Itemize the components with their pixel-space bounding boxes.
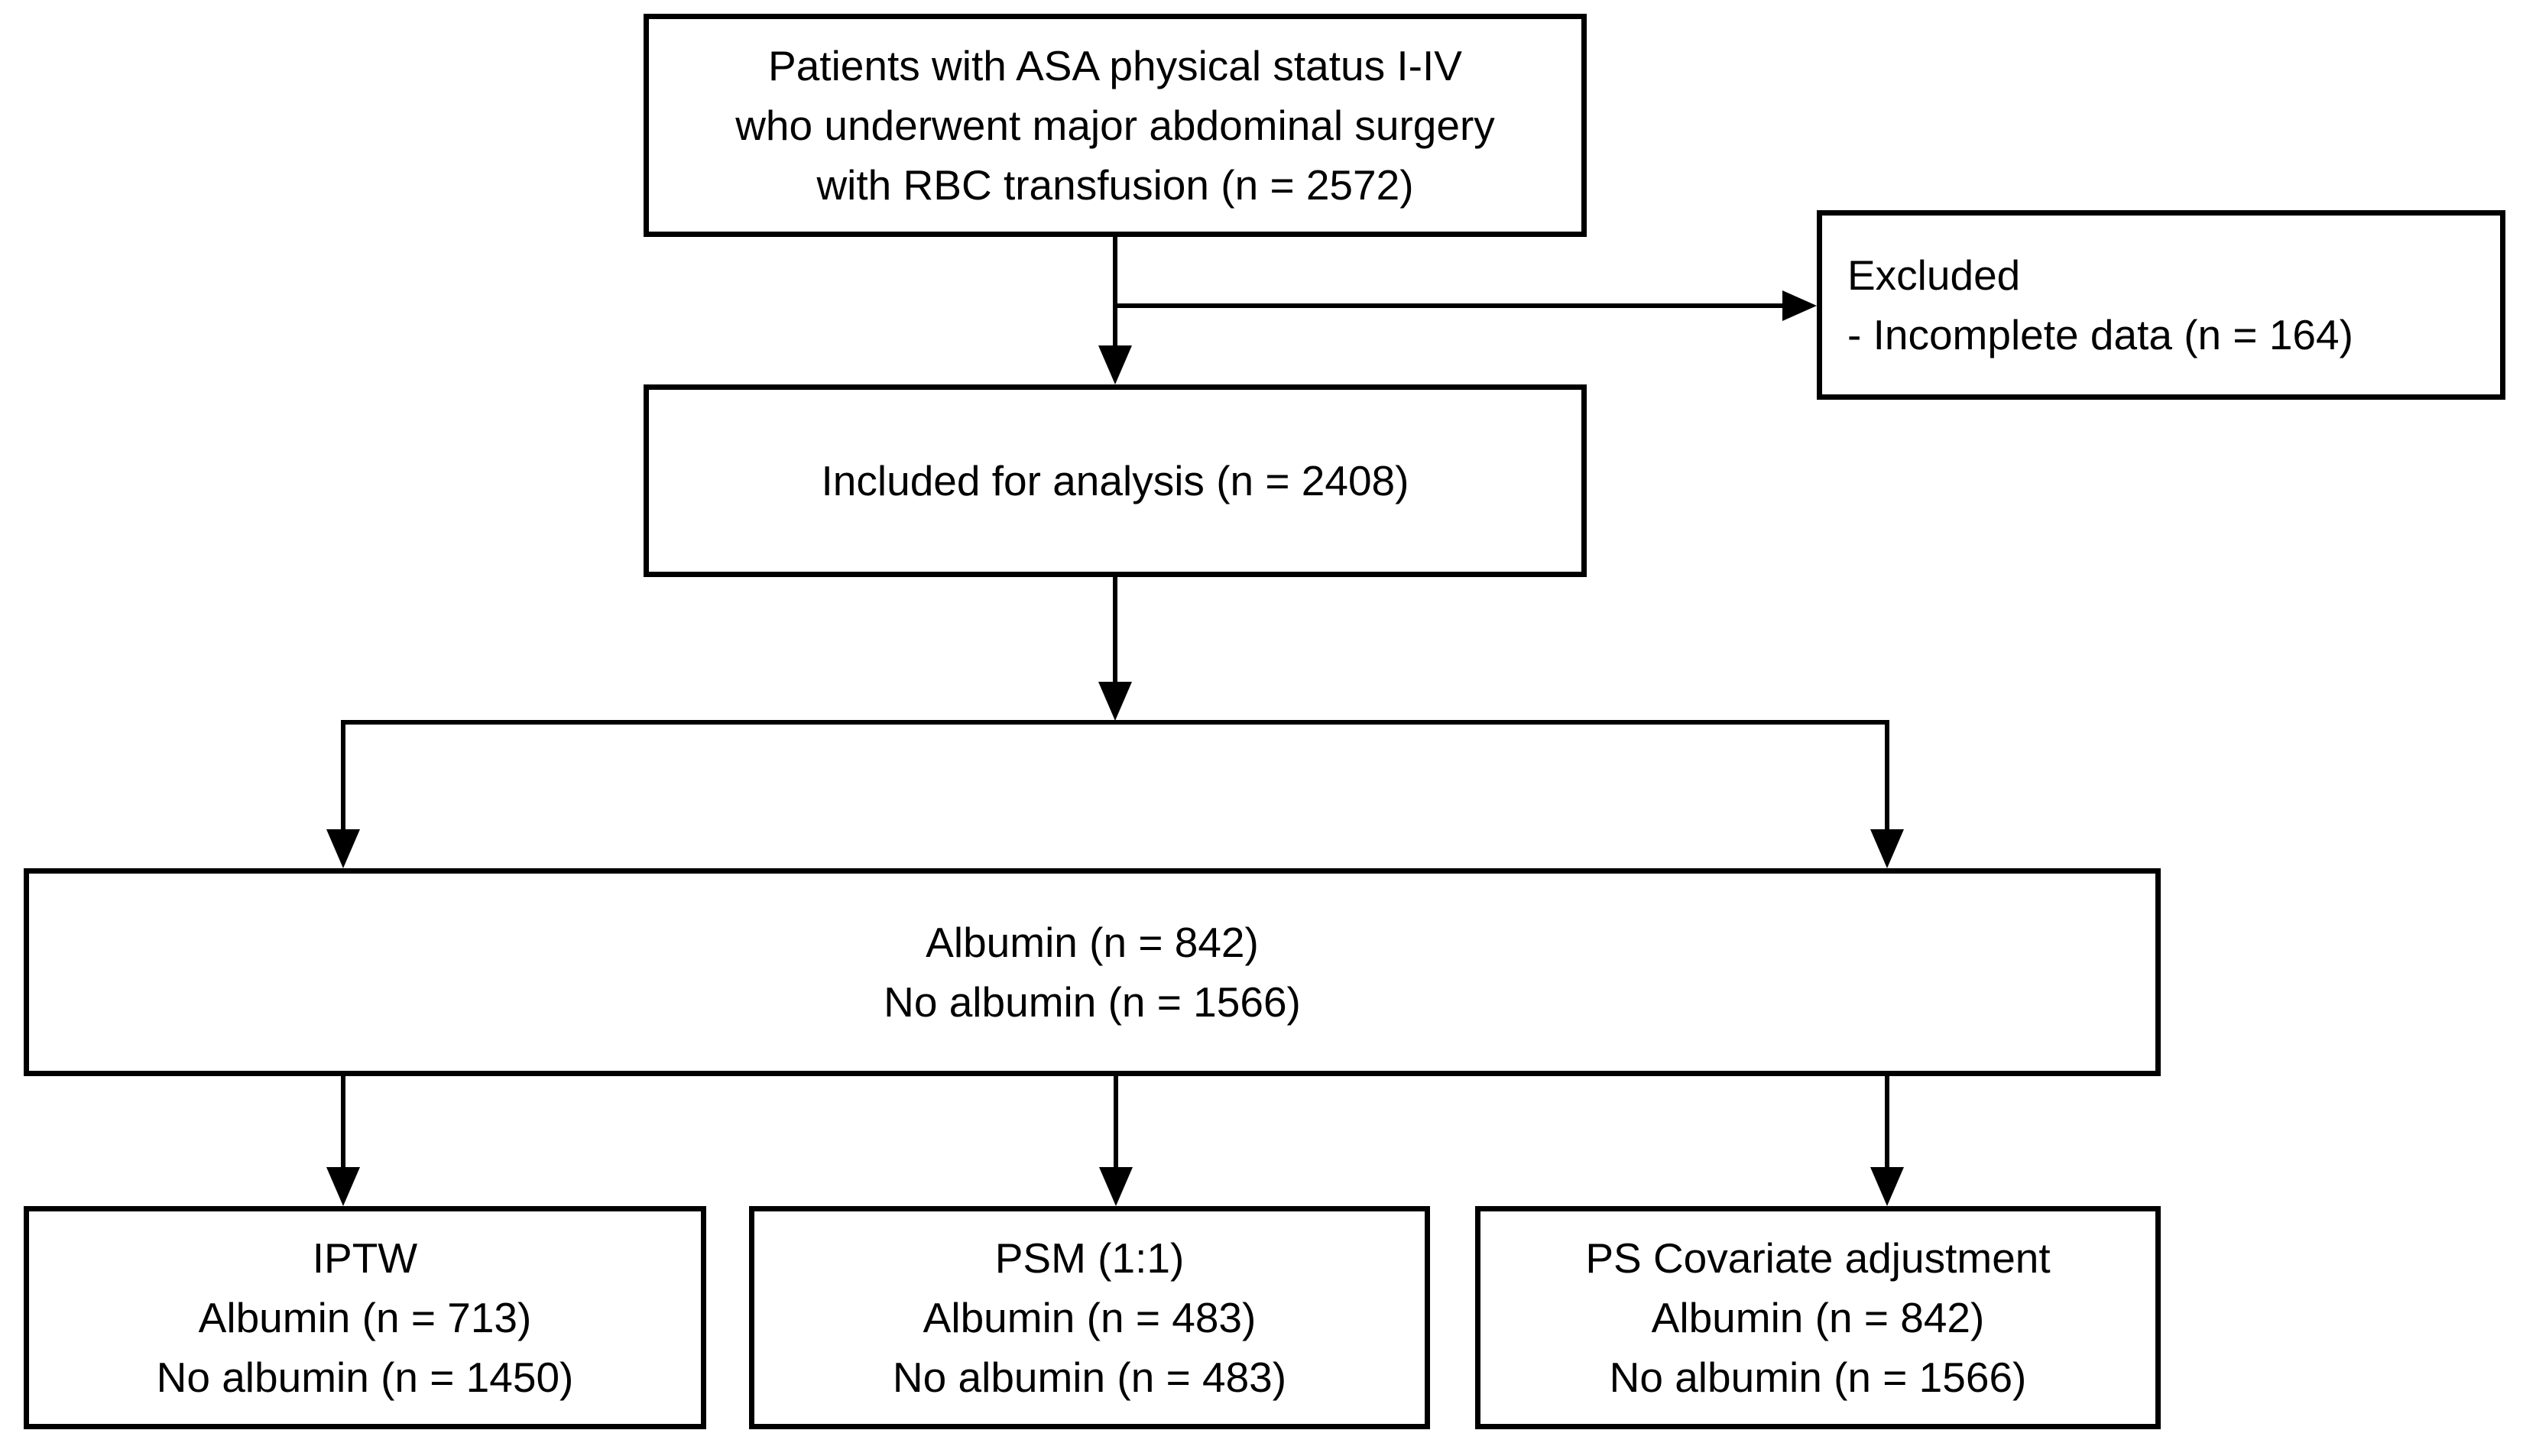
box-groups-line-2: No albumin (n = 1566) (884, 978, 1301, 1026)
branch-bar (341, 720, 1889, 725)
box-ps-covariate: PS Covariate adjustment Albumin (n = 842… (1475, 1206, 2161, 1429)
connector-included-to-branch (1113, 577, 1117, 684)
arrowhead-down-icon (1098, 345, 1132, 384)
box-excluded-line-1: Excluded (1847, 251, 2021, 299)
box-eligible-line-1: Patients with ASA physical status I-IV (768, 42, 1462, 89)
connector-groups-to-ps-covariate (1885, 1076, 1889, 1169)
connector-groups-to-psm (1114, 1076, 1118, 1169)
box-included: Included for analysis (n = 2408) (644, 384, 1587, 577)
arrowhead-down-icon (1098, 682, 1132, 721)
box-psm-line-2: Albumin (n = 483) (923, 1294, 1257, 1341)
box-ps-covariate-line-1: PS Covariate adjustment (1585, 1234, 2051, 1282)
arrowhead-down-icon (1870, 829, 1904, 868)
connector-groups-to-iptw (341, 1076, 345, 1169)
box-iptw: IPTW Albumin (n = 713) No albumin (n = 1… (24, 1206, 706, 1429)
box-albumin-groups: Albumin (n = 842) No albumin (n = 1566) (24, 868, 2161, 1076)
box-ps-covariate-line-2: Albumin (n = 842) (1651, 1294, 1985, 1341)
arrowhead-down-icon (326, 1167, 360, 1206)
box-included-line-1: Included for analysis (n = 2408) (821, 457, 1409, 504)
connector-to-excluded (1115, 303, 1786, 308)
box-psm-line-1: PSM (1:1) (994, 1234, 1185, 1282)
box-excluded: Excluded - Incomplete data (n = 164) (1817, 210, 2505, 400)
box-psm-line-3: No albumin (n = 483) (892, 1354, 1287, 1401)
box-iptw-line-1: IPTW (312, 1234, 418, 1282)
box-groups-line-1: Albumin (n = 842) (926, 919, 1259, 966)
connector-eligible-to-included (1113, 237, 1117, 348)
connector-branch-right (1885, 725, 1889, 832)
box-eligible-patients: Patients with ASA physical status I-IV w… (644, 14, 1587, 237)
connector-branch-left (341, 725, 345, 832)
arrowhead-down-icon (326, 829, 360, 868)
box-eligible-line-2: who underwent major abdominal surgery (735, 102, 1495, 149)
box-iptw-line-3: No albumin (n = 1450) (156, 1354, 574, 1401)
box-iptw-line-2: Albumin (n = 713) (198, 1294, 532, 1341)
box-excluded-line-2: - Incomplete data (n = 164) (1847, 311, 2353, 358)
arrowhead-down-icon (1099, 1167, 1133, 1206)
box-eligible-line-3: with RBC transfusion (n = 2572) (816, 161, 1414, 209)
arrowhead-right-icon (1782, 290, 1817, 321)
arrowhead-down-icon (1870, 1167, 1904, 1206)
box-ps-covariate-line-3: No albumin (n = 1566) (1609, 1354, 2027, 1401)
box-psm: PSM (1:1) Albumin (n = 483) No albumin (… (749, 1206, 1430, 1429)
